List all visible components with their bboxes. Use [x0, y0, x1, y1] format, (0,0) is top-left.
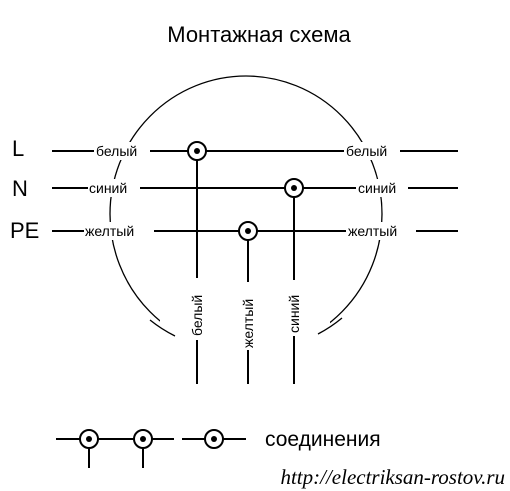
legend-connection-inline [182, 429, 246, 449]
legend-label: соединения [265, 428, 381, 451]
label-bg [356, 179, 408, 197]
wire-label-pe-right: желтый [348, 223, 397, 239]
label-bg [346, 222, 416, 240]
label-bg [239, 282, 257, 350]
wire-label-n-left: синий [89, 180, 127, 196]
legend-connection-tee-2 [110, 429, 174, 468]
label-bg [285, 280, 303, 336]
wire-label-down-blue: синий [286, 295, 302, 333]
junction-box-arc-left [149, 319, 176, 337]
wire-label-down-white: белый [189, 295, 205, 336]
wire-label-pe-left: желтый [85, 223, 134, 239]
wire-label-down-yellow: желтый [240, 299, 256, 348]
wire-label-l-left: белый [96, 143, 137, 159]
connection-knot-pe [238, 221, 258, 241]
label-bg [84, 222, 154, 240]
line-label-pe: PE [10, 218, 39, 243]
label-bg [188, 278, 206, 340]
junction-box-arc-right [317, 317, 343, 335]
label-bg [344, 142, 400, 160]
label-bg [88, 179, 140, 197]
line-label-n: N [12, 176, 28, 201]
legend-connection-tee-1 [56, 429, 122, 468]
label-bg [94, 142, 150, 160]
connection-knot-l [187, 141, 207, 161]
connection-knot-n [284, 178, 304, 198]
diagram-title: Монтажная схема [167, 22, 351, 47]
wire-label-n-right: синий [358, 180, 396, 196]
line-label-l: L [12, 136, 24, 161]
wire-label-l-right: белый [346, 143, 387, 159]
footer-url[interactable]: http://electriksan-rostov.ru [280, 465, 505, 489]
